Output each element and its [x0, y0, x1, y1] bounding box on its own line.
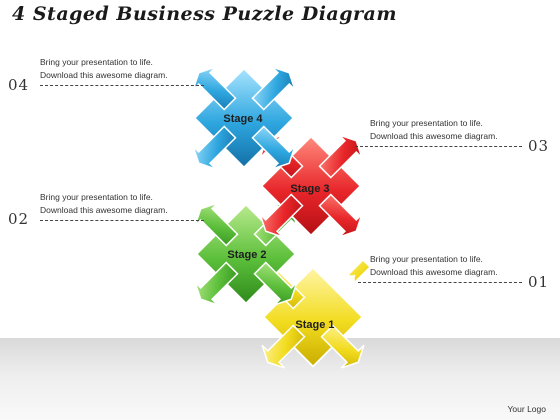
- callout-01-number: 01: [528, 273, 550, 291]
- callout-04-leader-line: [40, 85, 204, 86]
- callout-01-line2: Download this awesome diagram.: [370, 267, 498, 277]
- callout-03-line2: Download this awesome diagram.: [370, 131, 498, 141]
- callout-02-line2: Download this awesome diagram.: [40, 205, 168, 215]
- callout-03-number: 03: [528, 137, 550, 155]
- callout-04-line2: Download this awesome diagram.: [40, 70, 168, 80]
- stage-4-piece: [192, 66, 296, 170]
- callout-03-text: Bring your presentation to life. Downloa…: [370, 117, 498, 143]
- callout-04-line1: Bring your presentation to life.: [40, 57, 153, 67]
- callout-03-leader-line: [355, 146, 522, 147]
- callout-03-line1: Bring your presentation to life.: [370, 118, 483, 128]
- callout-01-leader-line: [358, 282, 522, 283]
- stage-1-label: Stage 1: [295, 319, 334, 331]
- stage-4-label: Stage 4: [223, 113, 263, 125]
- callout-02-text: Bring your presentation to life. Downloa…: [40, 191, 168, 217]
- stage-2-label: Stage 2: [227, 249, 266, 261]
- stage-3-label: Stage 3: [290, 183, 329, 195]
- callout-04-text: Bring your presentation to life. Downloa…: [40, 56, 168, 82]
- callout-02-line1: Bring your presentation to life.: [40, 192, 153, 202]
- callout-02-leader-line: [40, 220, 204, 221]
- callout-01-line1: Bring your presentation to life.: [370, 254, 483, 264]
- logo-placeholder: Your Logo: [507, 404, 546, 414]
- callout-01-text: Bring your presentation to life. Downloa…: [370, 253, 498, 279]
- callout-04-number: 04: [8, 76, 30, 94]
- callout-02-number: 02: [8, 210, 30, 228]
- diagram-title: 4 Staged Business Puzzle Diagram: [12, 3, 397, 25]
